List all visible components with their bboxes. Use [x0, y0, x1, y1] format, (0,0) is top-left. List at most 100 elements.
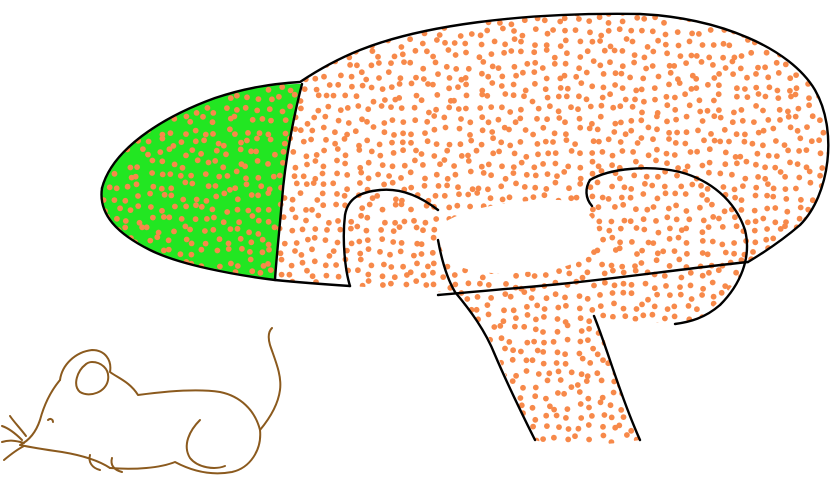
- texture-dot: [470, 186, 476, 192]
- texture-dot: [392, 220, 398, 226]
- texture-dot: [243, 347, 249, 353]
- texture-dot: [419, 241, 425, 247]
- texture-dot: [125, 184, 131, 190]
- texture-dot: [290, 334, 296, 340]
- texture-dot: [430, 357, 436, 363]
- texture-dot: [524, 172, 530, 178]
- texture-dot: [446, 423, 452, 429]
- texture-dot: [242, 395, 248, 401]
- texture-dot: [348, 219, 354, 225]
- texture-dot: [765, 181, 771, 187]
- texture-dot: [156, 291, 162, 297]
- texture-dot: [211, 53, 217, 59]
- texture-dot: [408, 28, 414, 34]
- texture-dot: [810, 301, 816, 307]
- texture-dot: [437, 161, 443, 167]
- texture-dot: [730, 71, 736, 77]
- texture-dot: [107, 184, 113, 190]
- texture-dot: [365, 237, 371, 243]
- texture-dot: [144, 314, 150, 320]
- texture-dot: [159, 158, 165, 164]
- texture-dot: [467, 132, 473, 138]
- texture-dot: [303, 21, 309, 27]
- texture-dot: [763, 27, 769, 33]
- texture-dot: [414, 93, 420, 99]
- texture-dot: [276, 326, 282, 332]
- texture-dot: [667, 367, 673, 373]
- texture-dot: [166, 247, 172, 253]
- texture-dot: [419, 97, 425, 103]
- texture-dot: [622, 313, 628, 319]
- texture-dot: [445, 176, 451, 182]
- texture-dot: [739, 53, 745, 59]
- texture-dot: [90, 141, 96, 147]
- texture-dot: [468, 138, 474, 144]
- texture-dot: [463, 50, 469, 56]
- texture-dot: [628, 328, 634, 334]
- texture-dot: [115, 60, 121, 66]
- texture-dot: [258, 183, 264, 189]
- texture-dot: [270, 58, 276, 64]
- texture-dot: [609, 235, 615, 241]
- texture-dot: [302, 38, 308, 44]
- texture-dot: [380, 294, 386, 300]
- texture-dot: [634, 251, 640, 257]
- texture-dot: [411, 435, 417, 441]
- texture-dot: [738, 290, 744, 296]
- texture-dot: [488, 195, 494, 201]
- texture-dot: [695, 416, 701, 422]
- texture-dot: [348, 37, 354, 43]
- texture-dot: [242, 339, 248, 345]
- texture-dot: [762, 351, 768, 357]
- texture-dot: [106, 328, 112, 334]
- texture-dot: [815, 406, 821, 412]
- texture-dot: [182, 371, 188, 377]
- texture-dot: [829, 369, 835, 375]
- texture-dot: [620, 48, 626, 54]
- texture-dot: [282, 359, 288, 365]
- texture-dot: [279, 38, 285, 44]
- texture-dot: [434, 37, 440, 43]
- texture-dot: [144, 28, 150, 34]
- texture-dot: [201, 368, 207, 374]
- texture-dot: [138, 367, 144, 373]
- texture-dot: [806, 102, 812, 108]
- texture-dot: [611, 444, 617, 450]
- texture-dot: [737, 154, 743, 160]
- texture-dot: [665, 414, 671, 420]
- texture-dot: [179, 439, 185, 445]
- texture-dot: [265, 132, 271, 138]
- texture-dot: [226, 323, 232, 329]
- texture-dot: [228, 95, 234, 101]
- texture-dot: [187, 119, 193, 125]
- texture-dot: [740, 183, 746, 189]
- texture-dot: [232, 81, 238, 87]
- texture-dot: [101, 279, 107, 285]
- texture-dot: [91, 356, 97, 362]
- texture-dot: [398, 75, 404, 81]
- texture-dot: [633, 159, 639, 165]
- texture-dot: [160, 439, 166, 445]
- texture-dot: [379, 236, 385, 242]
- texture-dot: [536, 371, 542, 377]
- texture-dot: [787, 160, 793, 166]
- texture-dot: [541, 314, 547, 320]
- texture-dot: [199, 204, 205, 210]
- texture-dot: [562, 119, 568, 125]
- texture-dot: [601, 433, 607, 439]
- texture-dot: [755, 274, 761, 280]
- texture-dot: [793, 72, 799, 78]
- texture-dot: [407, 316, 413, 322]
- texture-dot: [203, 52, 209, 58]
- texture-dot: [732, 301, 738, 307]
- texture-dot: [389, 84, 395, 90]
- texture-dot: [411, 22, 417, 28]
- texture-dot: [399, 44, 405, 50]
- texture-dot: [563, 61, 569, 67]
- texture-dot: [282, 141, 288, 147]
- texture-dot: [338, 107, 344, 113]
- texture-dot: [444, 183, 450, 189]
- texture-dot: [600, 313, 606, 319]
- texture-dot: [205, 105, 211, 111]
- texture-dot: [826, 295, 832, 301]
